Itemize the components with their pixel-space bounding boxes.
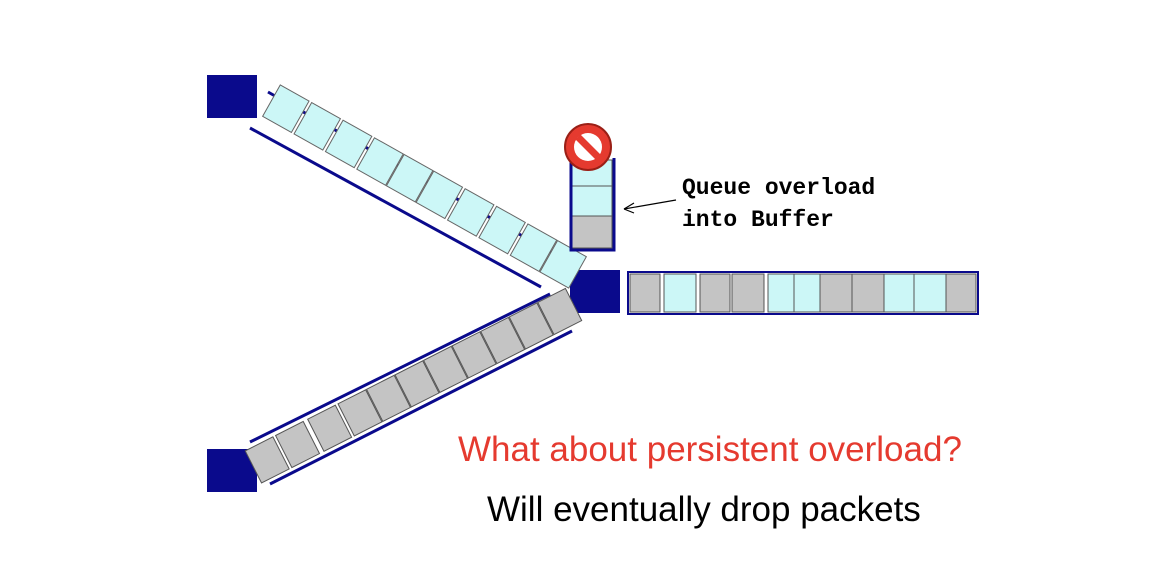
packet: [274, 420, 321, 469]
packet: [793, 273, 821, 313]
packet: [394, 360, 440, 408]
packet: [767, 273, 795, 313]
packet: [356, 137, 404, 186]
upper-input-link: [249, 84, 588, 289]
packet: [365, 374, 412, 423]
lower-input-link: [244, 287, 583, 486]
packet: [307, 404, 353, 452]
packet: [913, 273, 947, 313]
packet: [337, 389, 383, 437]
packet: [509, 223, 558, 273]
packet: [422, 345, 469, 394]
output-link: [627, 271, 979, 315]
packet: [945, 273, 977, 313]
packet: [851, 273, 885, 313]
packet: [244, 436, 290, 484]
packet: [446, 187, 495, 237]
answer-text: Will eventually drop packets: [487, 490, 921, 529]
packet: [480, 316, 526, 365]
packet: [451, 331, 497, 379]
router-node: [570, 270, 620, 313]
packet: [385, 153, 434, 203]
packet: [699, 273, 731, 313]
annotation-line-2: into Buffer: [682, 207, 834, 233]
packet: [571, 185, 613, 217]
packet: [324, 119, 373, 169]
packet: [819, 273, 853, 313]
buffer: [569, 158, 616, 252]
no-entry-icon: [564, 123, 612, 171]
packet: [478, 205, 526, 255]
buffer-annotation: Queue overload into Buffer: [682, 172, 875, 236]
packet: [883, 273, 915, 313]
packet: [629, 273, 661, 313]
question-text: What about persistent overload?: [458, 430, 962, 469]
packet: [508, 302, 554, 350]
sender-node-top: [207, 75, 257, 118]
packet: [537, 287, 583, 336]
arrow-icon: [623, 199, 677, 214]
packet: [731, 273, 765, 313]
packet: [663, 273, 697, 313]
packet: [293, 101, 342, 151]
packet: [571, 215, 613, 249]
packet: [261, 84, 310, 134]
packet: [415, 170, 464, 220]
annotation-line-1: Queue overload: [682, 175, 876, 201]
